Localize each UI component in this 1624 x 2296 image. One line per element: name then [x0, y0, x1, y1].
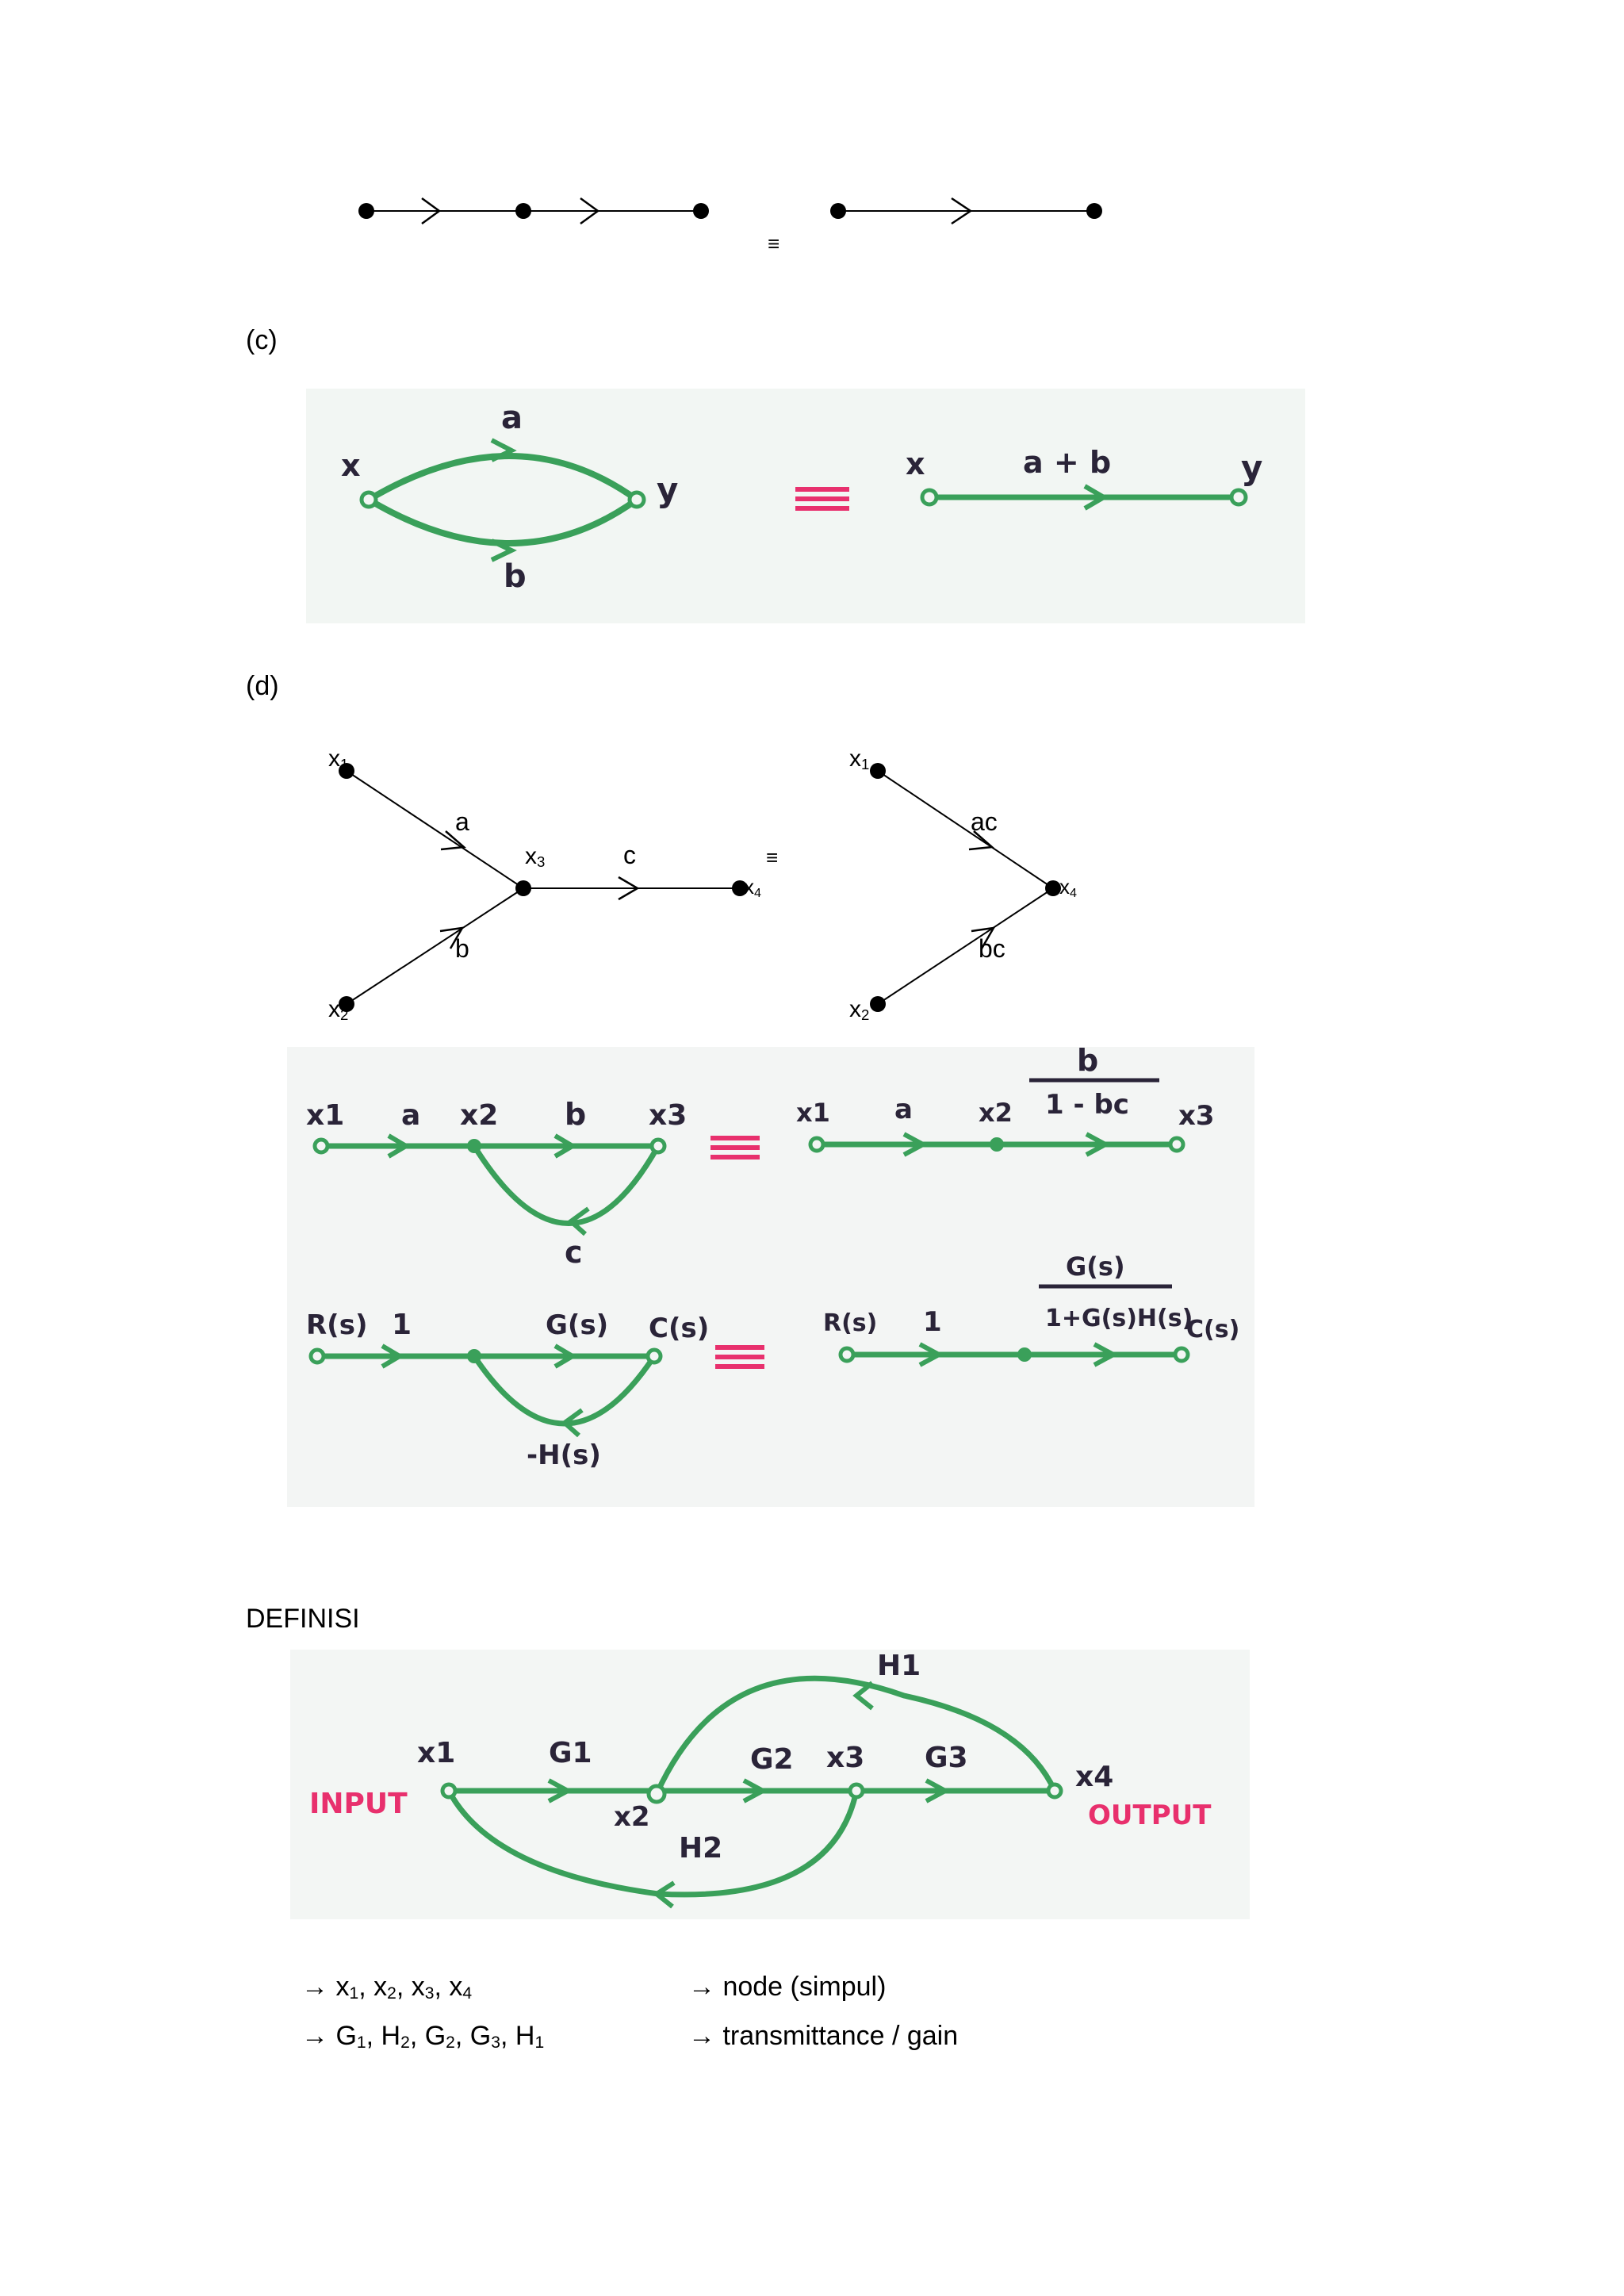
fb-gain-1: 1 [392, 1309, 412, 1341]
loop-elimination-diagram: x1 a x2 b x3 c x1 a x2 b 1 - bc x3 R(s) … [306, 1043, 1239, 1471]
section-c-label: (c) [246, 325, 278, 355]
loop-result-den: 1 - bc [1045, 1089, 1129, 1121]
loop-gain-c: c [565, 1235, 583, 1270]
legend-nodes-meaning: → node (simpul) [688, 1972, 887, 2002]
input-label: INPUT [309, 1788, 408, 1820]
loop-gain-a: a [401, 1099, 420, 1132]
loop-x2-right: x2 [979, 1098, 1013, 1128]
definition-graph: INPUT OUTPUT x1 G1 x2 G2 x3 G3 x4 H1 H2 [309, 1650, 1212, 1909]
node-x-right-label: x [906, 447, 925, 481]
combined-gain-label: a + b [1023, 445, 1111, 480]
node-y-label: y [657, 470, 678, 509]
gain-b-label: b [504, 558, 527, 595]
node [358, 203, 374, 219]
gain-a: a [455, 807, 469, 836]
node [515, 203, 531, 219]
gain-c: c [623, 841, 636, 869]
loop-gain-a-right: a [894, 1094, 913, 1125]
x4-left: x4 [744, 875, 761, 900]
equivalence-symbol: ≡ [768, 232, 780, 255]
legend-gains: → G1, H2, G2, G3, H1 [301, 2021, 545, 2052]
series-rule-diagram [358, 197, 1102, 225]
def-g1: G1 [549, 1737, 592, 1769]
node-absorption-diagram [339, 763, 1061, 1012]
def-g2: G2 [750, 1743, 794, 1776]
fb-input: R(s) [306, 1309, 368, 1341]
gain-a-label: a [501, 400, 523, 436]
gain-ac: ac [971, 807, 998, 836]
definition-title: DEFINISI [246, 1604, 360, 1634]
fb-result-den: 1+G(s)H(s) [1045, 1305, 1193, 1332]
x2-left: x2 [328, 996, 349, 1023]
loop-result-num: b [1077, 1043, 1098, 1078]
section-d-label: (d) [246, 671, 279, 701]
loop-gain-b: b [565, 1097, 586, 1132]
equivalence-symbol-d: ≡ [766, 845, 779, 869]
output-label: OUTPUT [1088, 1800, 1212, 1831]
loop-x2: x2 [460, 1099, 498, 1132]
x4-right: x4 [1059, 875, 1077, 900]
node [1086, 203, 1102, 219]
fb-result-num: G(s) [1066, 1251, 1125, 1282]
legend-gains-meaning: → transmittance / gain [688, 2021, 959, 2051]
def-h2: H2 [679, 1832, 722, 1865]
loop-x1: x1 [306, 1099, 344, 1132]
def-x2: x2 [614, 1801, 650, 1833]
node [693, 203, 709, 219]
fb-output: C(s) [649, 1313, 709, 1344]
fb-gain-1-right: 1 [923, 1306, 942, 1338]
x2-right: x2 [849, 996, 870, 1023]
def-x1: x1 [417, 1737, 455, 1769]
def-h1: H1 [877, 1650, 921, 1682]
fb-input-right: R(s) [823, 1309, 877, 1337]
loop-x3-right: x3 [1178, 1100, 1215, 1132]
fb-forward: G(s) [546, 1309, 608, 1341]
node-y-right-label: y [1241, 448, 1262, 487]
legend-nodes: → x1, x2, x3, x4 [301, 1972, 473, 2003]
loop-elimination-photo [287, 1047, 1254, 1507]
parallel-rule-diagram: x a b y x a + b y [341, 400, 1262, 595]
fb-output-right: C(s) [1186, 1316, 1239, 1343]
fb-feedback: -H(s) [527, 1439, 601, 1471]
node-x-label: x [341, 448, 361, 483]
loop-x1-right: x1 [796, 1098, 830, 1128]
gain-b: b [455, 934, 469, 963]
x1-right: x1 [849, 746, 870, 772]
x3-left: x3 [525, 843, 546, 870]
node [830, 203, 846, 219]
def-x4: x4 [1075, 1761, 1113, 1793]
loop-x3: x3 [649, 1099, 687, 1132]
gain-bc: bc [979, 934, 1005, 963]
def-g3: G3 [925, 1742, 968, 1774]
def-x3: x3 [826, 1742, 864, 1774]
x1-left: x1 [328, 746, 349, 772]
legend-nodes-prefix: → [301, 1972, 336, 2002]
